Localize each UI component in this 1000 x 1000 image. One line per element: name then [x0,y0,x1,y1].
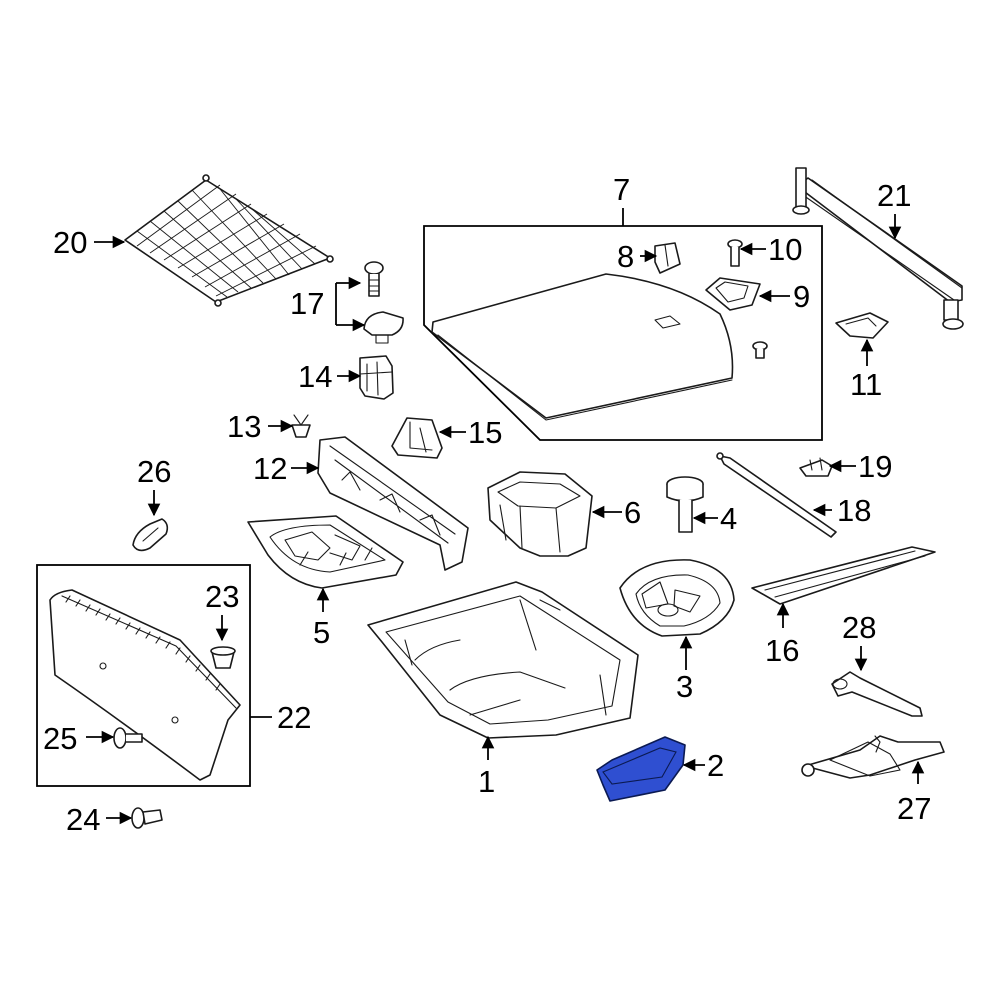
callout-5: 5 [313,615,330,650]
part-21-cargo-bar[interactable] [792,167,964,330]
part-15-bracket[interactable] [391,417,443,459]
part-6-storage-box[interactable] [487,471,593,557]
part-9-handle[interactable] [705,277,761,311]
part-18-rod[interactable] [716,452,837,538]
part-8-retainer[interactable] [654,242,681,274]
callout-3: 3 [676,669,693,704]
callout-9: 9 [793,279,810,314]
part-2-storage-tray[interactable] [596,736,686,802]
part-16-sill-trim[interactable] [751,546,936,605]
callout-18: 18 [837,493,871,528]
callout-11: 11 [850,367,882,402]
callout-13: 13 [227,409,261,444]
part-22-rear-trim[interactable] [49,589,241,781]
callout-6: 6 [624,495,641,530]
callout-14: 14 [298,359,332,394]
part-10-pin[interactable] [727,239,743,267]
part-24-bolt[interactable] [131,807,163,829]
callout-labels: 1 2 3 4 5 6 7 8 9 10 11 12 13 14 15 16 1… [43,172,931,837]
part-20-cargo-net[interactable] [124,174,334,307]
callout-12: 12 [253,451,287,486]
leader-lines [86,214,925,825]
part-5-foam-tray[interactable] [247,515,404,589]
callout-22: 22 [277,700,311,735]
callout-23: 23 [205,579,239,614]
callout-15: 15 [468,415,502,450]
part-4-wheel-bolt[interactable] [666,476,704,533]
callout-28: 28 [842,610,876,645]
callout-10: 10 [768,232,802,267]
callout-26: 26 [137,454,171,489]
callout-20: 20 [53,225,87,260]
group-box-22 [36,564,272,787]
callout-19: 19 [858,449,892,484]
part-23-clip[interactable] [210,646,236,669]
part-17-bolt-clip[interactable] [363,261,404,344]
part-3-wheel-tub[interactable] [619,559,735,637]
part-13-push-clip[interactable] [291,414,311,438]
callout-1: 1 [478,764,495,799]
part-cover-pin[interactable] [752,341,768,359]
part-26-grommet[interactable] [132,518,169,552]
callout-4: 4 [720,501,737,536]
callout-21: 21 [877,178,911,213]
part-28-lug-wrench[interactable] [831,671,923,717]
callout-25: 25 [43,721,77,756]
callout-2: 2 [707,748,724,783]
part-1-trunk-tub[interactable] [367,581,639,739]
callout-16: 16 [765,633,799,668]
part-14-bracket[interactable] [359,355,394,400]
callout-27: 27 [897,791,931,826]
part-12-side-trim[interactable] [317,436,469,571]
callout-7: 7 [613,172,630,207]
callout-24: 24 [66,802,100,837]
part-11-bracket[interactable] [835,312,889,339]
part-19-clip[interactable] [799,457,833,477]
part-7-cover-panel[interactable] [431,273,734,421]
group-box-7 [423,208,823,441]
callout-8: 8 [617,239,634,274]
part-27-scissor-jack[interactable] [801,735,945,779]
callout-17: 17 [290,286,324,321]
